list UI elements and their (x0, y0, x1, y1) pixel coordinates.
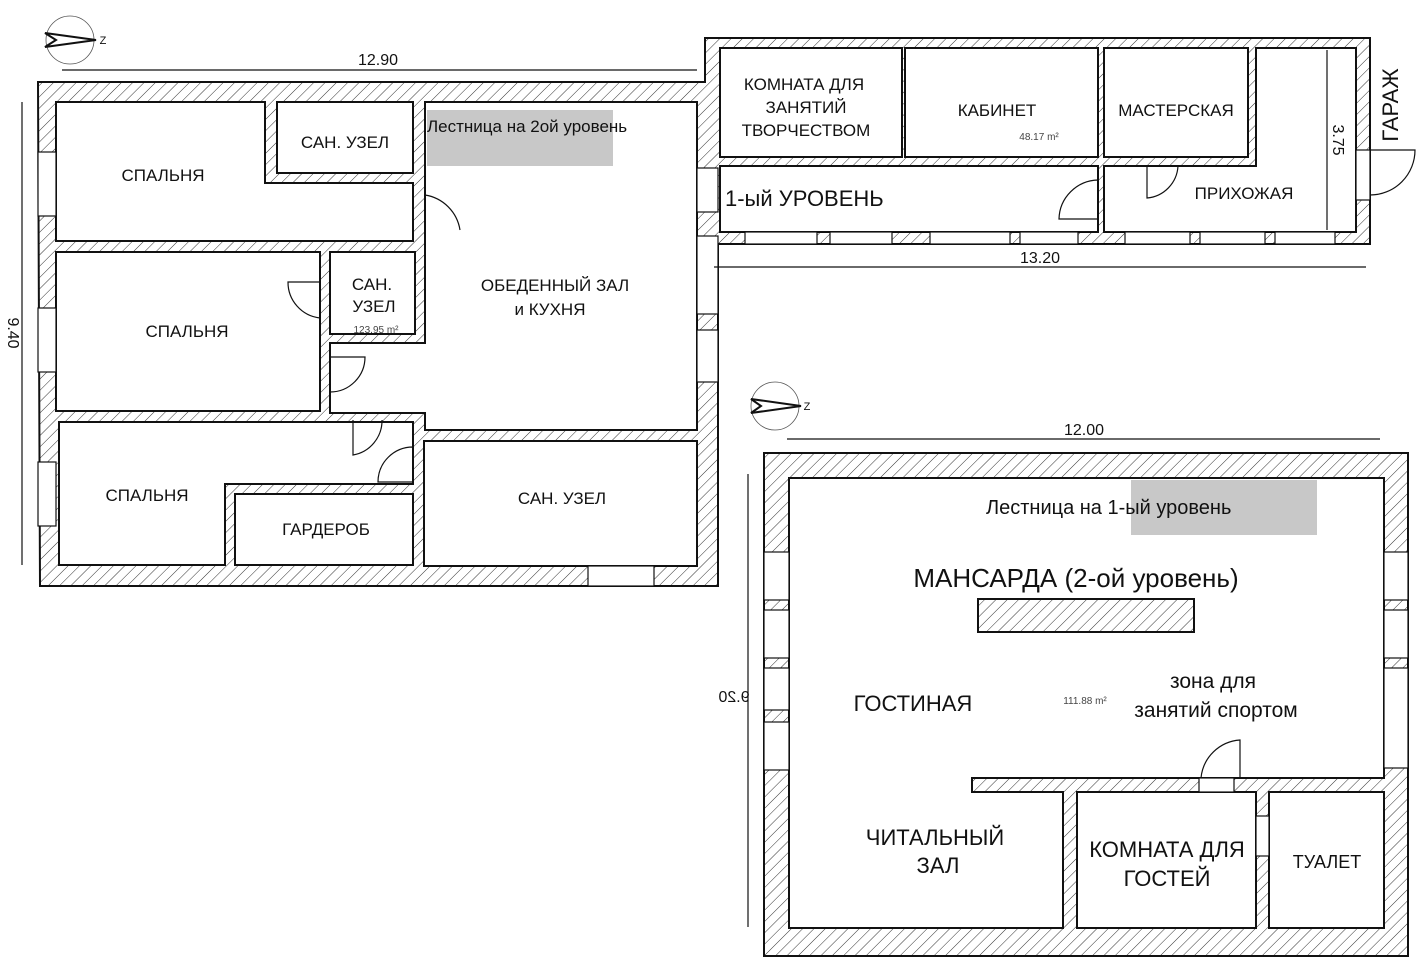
label-bathroom-2-line1: САН. (352, 275, 392, 294)
window (696, 329, 719, 383)
room-hallway[interactable] (1103, 47, 1357, 233)
garage-door-opening (1355, 149, 1371, 201)
label-stair-to-level1: Лестница на 1-ый уровень (986, 497, 1231, 519)
window (587, 565, 655, 587)
room-bathroom-1[interactable] (276, 101, 414, 174)
dimension-width: 12.90 (358, 52, 398, 69)
window (763, 721, 790, 771)
room-guest[interactable] (1076, 791, 1257, 929)
garage-door[interactable] (1369, 149, 1416, 196)
label-level1: 1-ый УРОВЕНЬ (725, 186, 884, 211)
label-bedroom-2: СПАЛЬНЯ (145, 322, 228, 341)
room-bedroom-1[interactable] (55, 101, 414, 242)
window (1199, 231, 1266, 245)
area-wing: 48.17 m² (1019, 132, 1059, 143)
compass-icon: Z (750, 381, 811, 431)
door-opening (1255, 815, 1270, 857)
room-wardrobe[interactable] (234, 493, 414, 566)
label-hallway: ПРИХОЖАЯ (1195, 184, 1294, 203)
window (929, 231, 1011, 245)
room-bathroom-3[interactable] (423, 440, 698, 567)
label-guest-line1: КОМНАТА ДЛЯ (1089, 837, 1245, 862)
label-wardrobe: ГАРДЕРОБ (282, 520, 370, 539)
stair-highlight (1131, 480, 1317, 535)
label-office: КАБИНЕТ (958, 101, 1037, 120)
window (1383, 609, 1409, 659)
door-opening (1198, 777, 1235, 793)
door[interactable] (377, 446, 414, 483)
label-guest-line2: ГОСТЕЙ (1124, 866, 1211, 891)
level1-plan: Z 12.90 9.40 13.20 3.75 СПАЛЬНЯ САН. УЗЕ… (4, 15, 1416, 587)
door[interactable] (352, 419, 383, 456)
window (37, 461, 57, 527)
structural-block (977, 598, 1195, 633)
label-bathroom-3: САН. УЗЕЛ (518, 489, 606, 508)
window (744, 231, 818, 245)
room-office[interactable] (904, 47, 1099, 158)
area-level2: 111.88 m² (1063, 696, 1107, 707)
label-reading-line2: ЗАЛ (917, 853, 960, 878)
dimension-wing-width: 13.20 (1020, 250, 1060, 267)
level2-plan: Z 12.00 9.20 Лестница на 1-ый уровень МА… (718, 381, 1409, 957)
compass-label: Z (100, 35, 107, 47)
label-stair-part1: Лестница на (986, 497, 1107, 519)
room-bedroom-3[interactable] (58, 421, 414, 566)
label-bathroom-1: САН. УЗЕЛ (301, 133, 389, 152)
window (37, 307, 57, 373)
window (763, 551, 790, 601)
stair-highlight (427, 110, 613, 166)
dimension-width: 12.00 (1064, 422, 1104, 439)
room-toilet[interactable] (1268, 791, 1385, 929)
window (829, 231, 893, 245)
window (763, 667, 790, 711)
window (37, 151, 57, 217)
label-workshop: МАСТЕРСКАЯ (1118, 101, 1234, 120)
label-toilet: ТУАЛЕТ (1293, 852, 1361, 872)
window (1274, 231, 1336, 245)
window (763, 609, 790, 659)
area-main: 123.95 m² (353, 325, 399, 336)
room-bathroom-2[interactable] (329, 251, 416, 335)
label-stair-to-level2: Лестница на 2ой уровень (427, 117, 627, 136)
label-bedroom-1: СПАЛЬНЯ (121, 166, 204, 185)
label-sport-line2: занятий спортом (1134, 699, 1297, 722)
door[interactable] (1200, 739, 1241, 779)
dimension-wing-height: 3.75 (1329, 124, 1346, 155)
dimension-height: 9.40 (4, 317, 21, 348)
compass-label: Z (804, 401, 811, 413)
label-sport-line1: зона для (1170, 670, 1256, 693)
dimension-height: 9.20 (718, 689, 749, 706)
label-hobby-line2: ЗАНЯТИЙ (766, 98, 847, 117)
label-dining-line1: ОБЕДЕННЫЙ ЗАЛ (481, 276, 629, 295)
room-level1-corridor[interactable] (719, 165, 1099, 233)
label-attic-title: МАНСАРДА (2-ой уровень) (913, 563, 1238, 593)
door[interactable] (1058, 179, 1099, 220)
label-dining-line2: и КУХНЯ (514, 300, 585, 319)
door[interactable] (424, 194, 461, 238)
window (696, 167, 719, 213)
door[interactable] (329, 356, 366, 393)
door[interactable] (287, 281, 321, 319)
label-hobby-line1: КОМНАТА ДЛЯ (744, 75, 864, 94)
room-workshop[interactable] (1103, 47, 1249, 158)
door[interactable] (1146, 165, 1179, 199)
label-stair-part2: 1-ый уровень (1107, 497, 1231, 519)
window (1383, 667, 1409, 769)
label-living-room: ГОСТИНАЯ (854, 691, 973, 716)
window (1019, 231, 1079, 245)
compass-icon: Z (44, 15, 107, 65)
label-bedroom-3: СПАЛЬНЯ (105, 486, 188, 505)
window (1383, 551, 1409, 601)
label-bathroom-2-line2: УЗЕЛ (352, 297, 395, 316)
window (1124, 231, 1191, 245)
label-hobby-line3: ТВОРЧЕСТВОМ (742, 121, 871, 140)
window (696, 235, 719, 315)
room-hobby[interactable] (719, 47, 903, 158)
label-reading-line1: ЧИТАЛЬНЫЙ (866, 825, 1004, 850)
room-bedroom-2[interactable] (55, 251, 321, 412)
label-garage: ГАРАЖ (1378, 68, 1403, 142)
